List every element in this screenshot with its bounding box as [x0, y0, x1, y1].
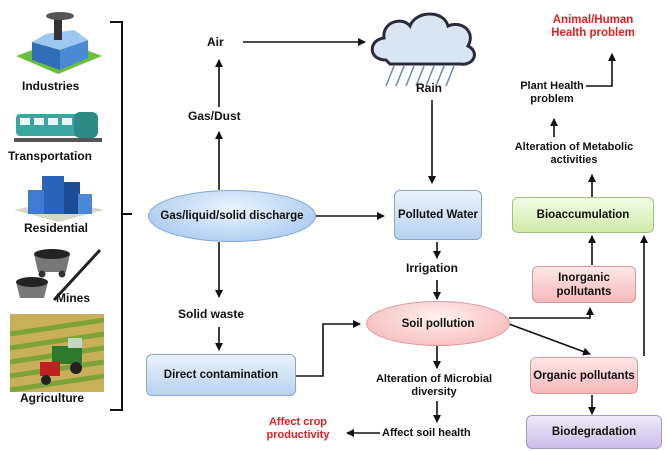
- direct-contamination-node: Direct contamination: [146, 354, 296, 396]
- microbial-diversity-label: Alteration of Microbial diversity: [375, 373, 493, 398]
- animal-human-health-label: Animal/Human Health problem: [551, 14, 635, 39]
- air-label: Air: [207, 35, 224, 49]
- metabolic-activities-label: Alteration of Metabolic activities: [514, 141, 634, 166]
- source-label-mines: Mines: [56, 291, 91, 305]
- source-label-residential: Residential: [24, 221, 89, 235]
- factory-icon: [16, 12, 102, 74]
- solid-waste-label: Solid waste: [178, 307, 245, 321]
- train-icon: [14, 112, 102, 142]
- soil-pollution-node: Soil pollution: [366, 301, 510, 346]
- inorganic-pollutants-node: Inorganic pollutants: [532, 266, 636, 303]
- rain-cloud-icon: [370, 12, 476, 87]
- crop-productivity-label: Affect crop productivity: [266, 416, 330, 441]
- irrigation-label: Irrigation: [406, 261, 459, 275]
- plant-health-label: Plant Health problem: [520, 80, 584, 105]
- polluted-water-node: Polluted Water: [394, 190, 482, 240]
- rain-label: Rain: [416, 81, 443, 95]
- bioaccumulation-node: Bioaccumulation: [512, 197, 654, 233]
- discharge-node: Gas/liquid/solid discharge: [148, 190, 316, 242]
- soil-health-label: Affect soil health: [382, 427, 471, 439]
- source-label-transportation: Transportation: [8, 149, 93, 163]
- biodegradation-node: Biodegradation: [526, 415, 662, 449]
- organic-pollutants-node: Organic pollutants: [530, 357, 638, 394]
- source-label-industries: Industries: [22, 79, 80, 93]
- harvester-icon: [10, 314, 104, 392]
- buildings-icon: [14, 176, 104, 222]
- gas-dust-label: Gas/Dust: [188, 109, 241, 123]
- source-label-agriculture: Agriculture: [20, 391, 85, 405]
- source-bracket: [110, 21, 132, 411]
- mine-cart-icon: [16, 248, 102, 302]
